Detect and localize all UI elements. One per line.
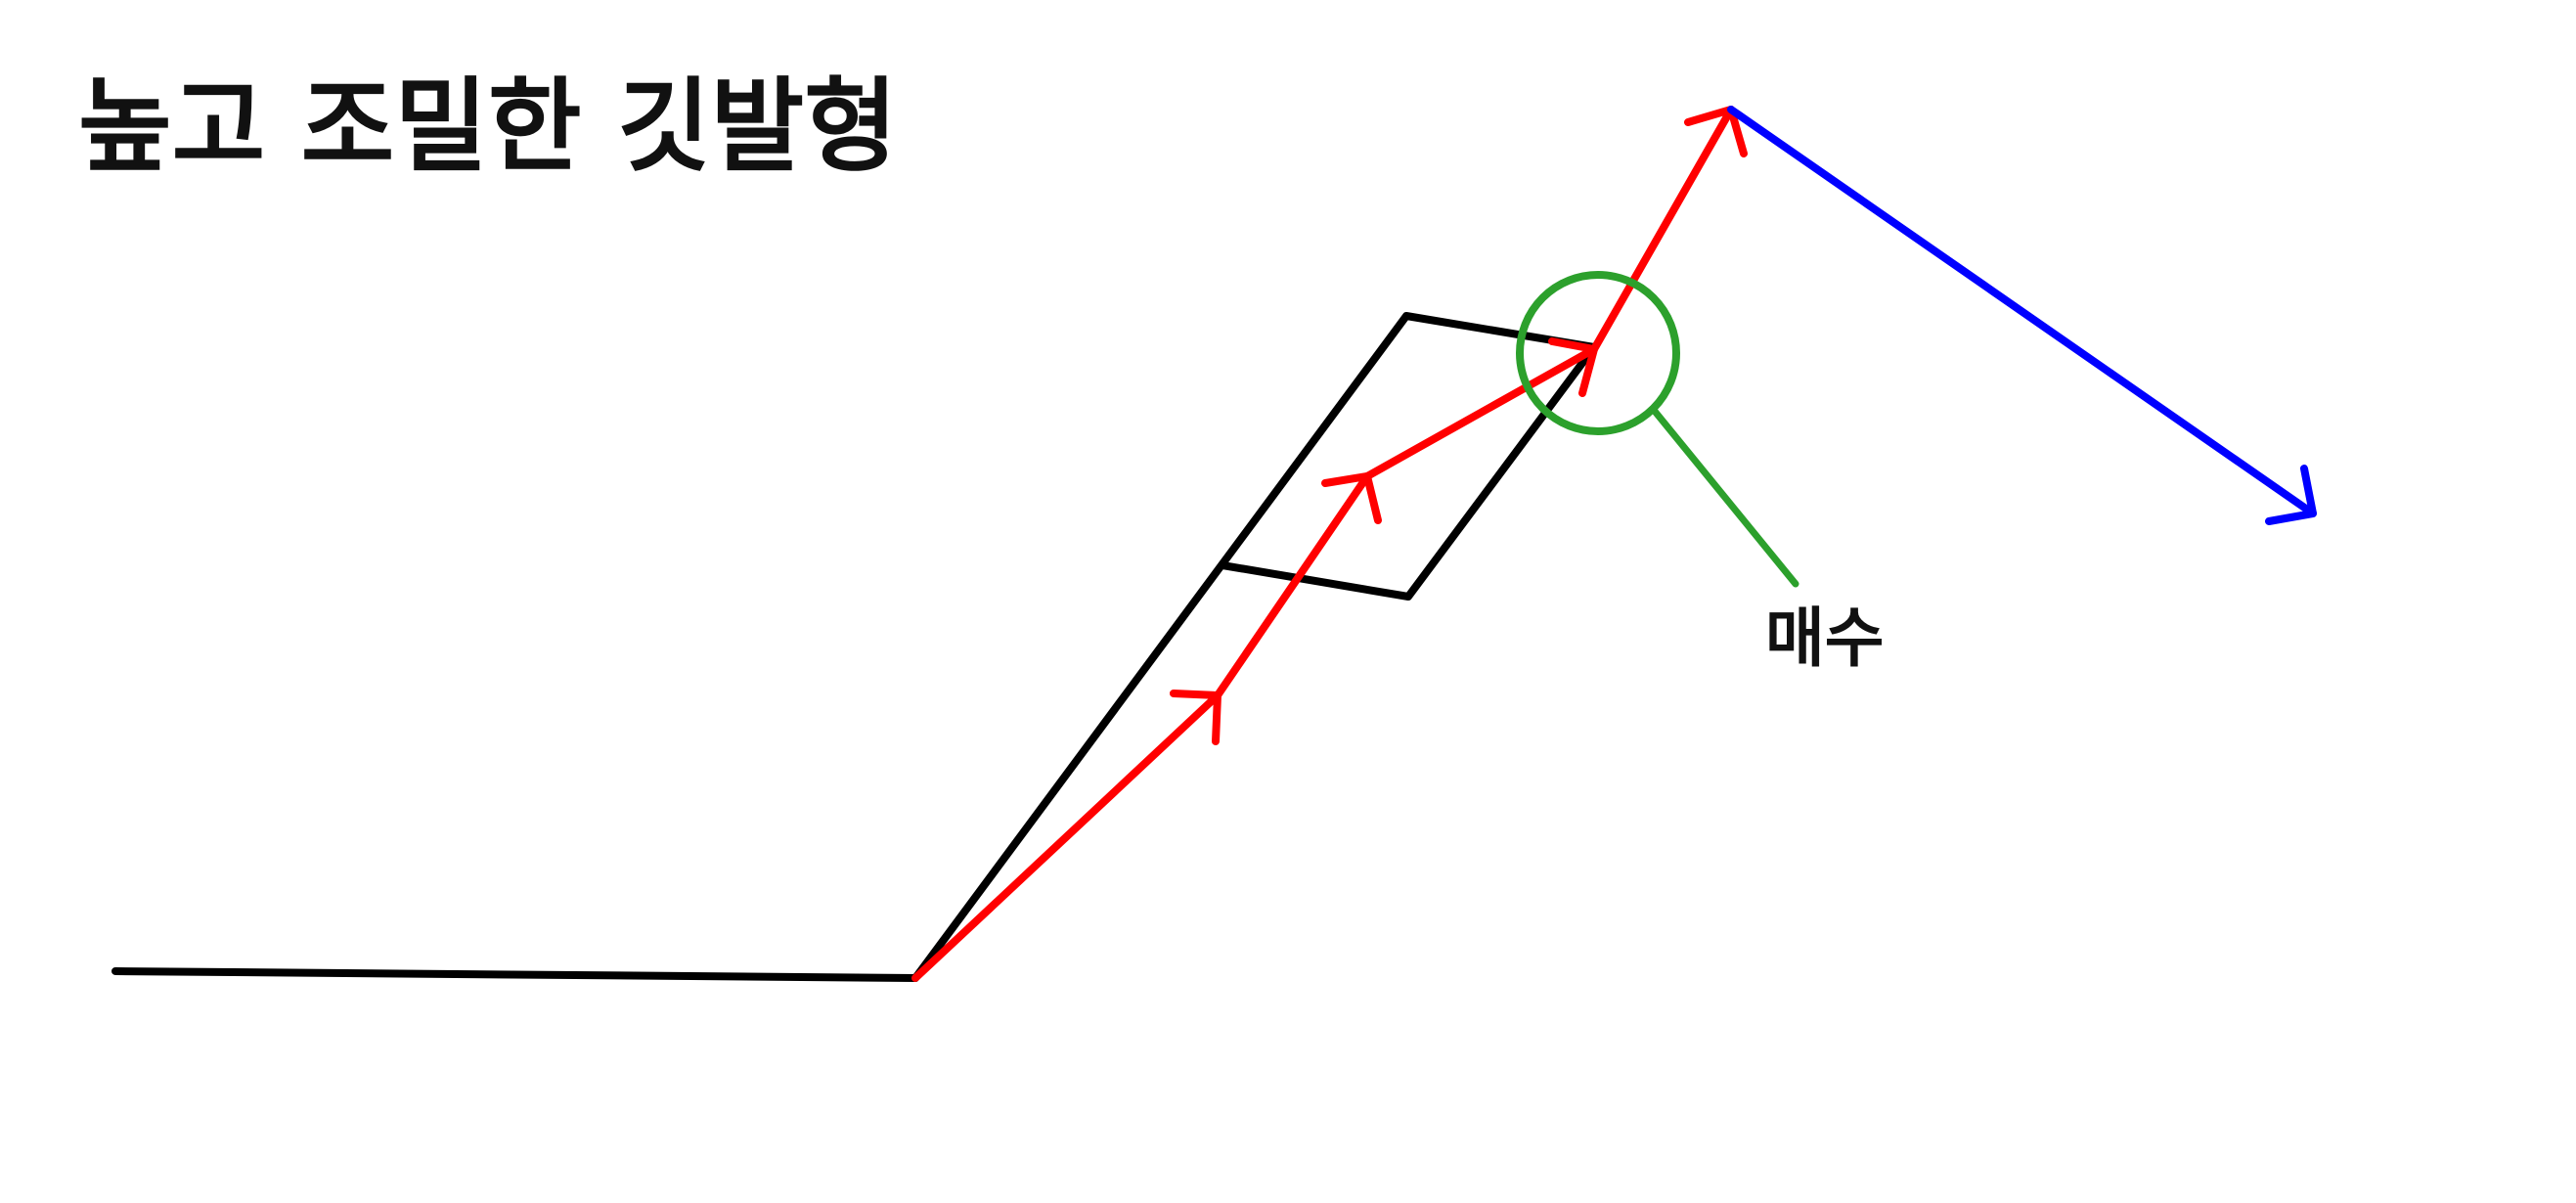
arrowhead-1 xyxy=(1170,690,1221,745)
downward-arrowhead xyxy=(2265,465,2317,525)
buy-pointer-line xyxy=(1649,405,1799,588)
downward-move-arrow xyxy=(1727,106,2317,525)
arrowhead-2 xyxy=(1321,472,1382,524)
buy-marker xyxy=(1516,271,1799,588)
base-line xyxy=(111,967,919,982)
diagram-title: 높고 조밀한 깃발형 xyxy=(78,67,898,186)
buy-label: 매수 xyxy=(1765,601,1884,676)
upward-move-arrows xyxy=(911,106,1748,982)
upward-move-path xyxy=(911,106,1735,982)
buy-circle xyxy=(1516,271,1680,435)
arrowhead-3 xyxy=(1548,337,1598,397)
price-structure xyxy=(111,312,1598,982)
downward-move-path xyxy=(1727,106,2317,517)
